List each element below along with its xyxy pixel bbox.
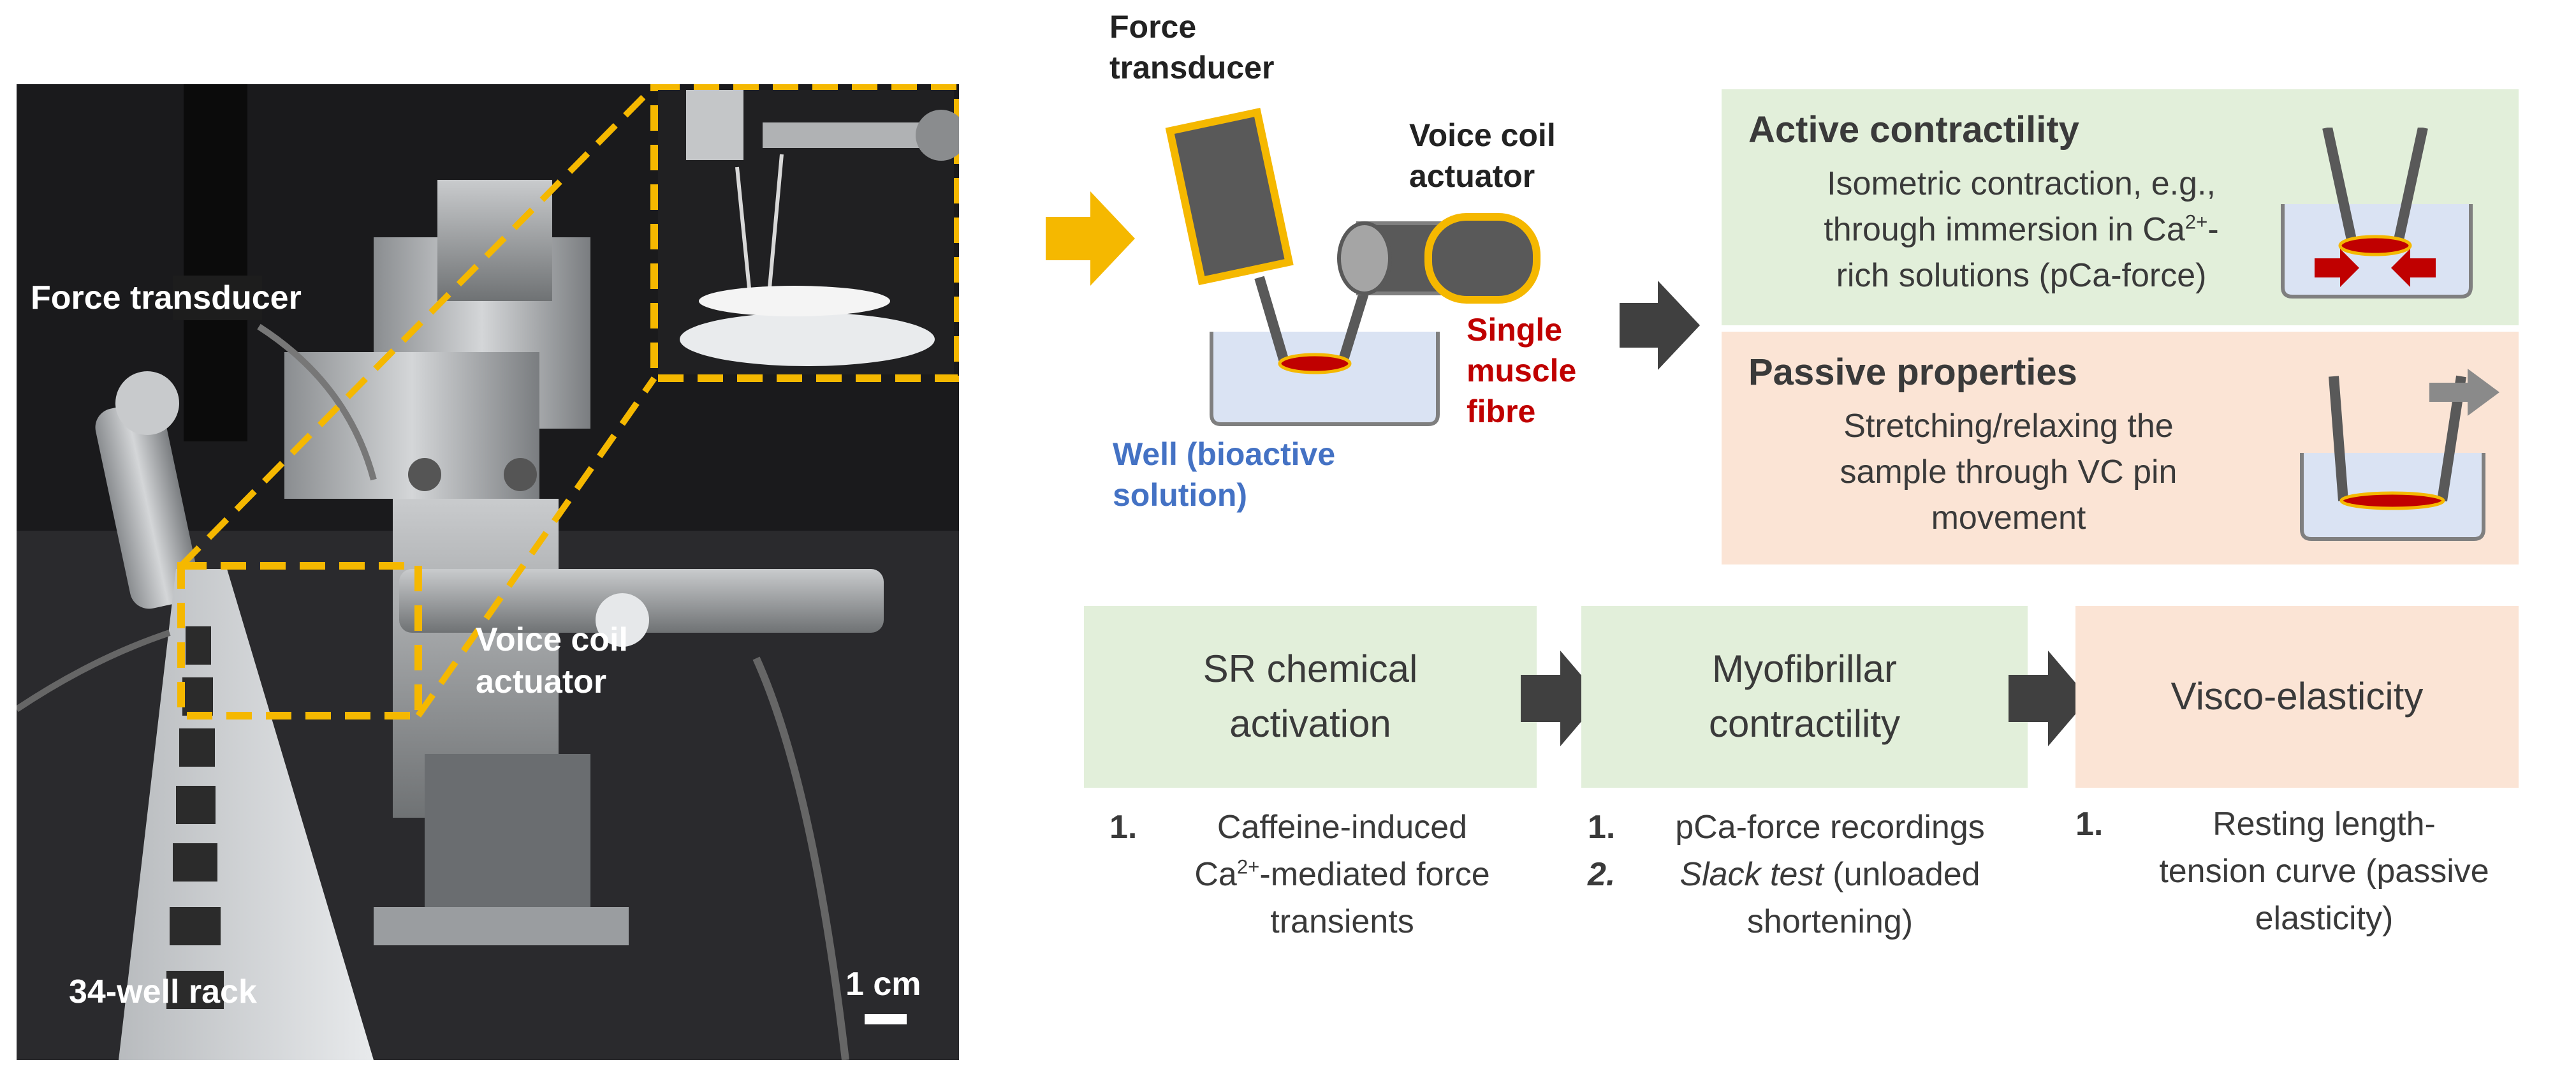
flow-arrow-2-icon — [2009, 651, 2089, 746]
myofibrillar-line1: Myofibrillar — [1711, 647, 1898, 690]
schematic-force-transducer-label: Force transducer — [1109, 9, 1275, 85]
schematic-voice-coil-label: Voice coil actuator — [1409, 117, 1556, 194]
myo-list: 1. 2. pCa-force recordings Slack test (u… — [1588, 804, 2034, 950]
active-body: Isometric contraction, e.g., through imm… — [1766, 161, 2276, 299]
passive-body-line1: Stretching/relaxing the — [1843, 408, 2174, 445]
passive-well-diagram — [2300, 369, 2499, 541]
scale-bar — [865, 1014, 907, 1024]
sr-list-item: Caffeine-induced Ca2+-mediated force tra… — [1167, 804, 1518, 945]
apparatus-photo: Force transducer Voice coil actuator 34-… — [17, 84, 959, 1060]
myofibrillar-label: Myofibrillar contractility — [1581, 642, 2028, 751]
active-well-diagram — [2281, 128, 2473, 299]
photo-voice-coil-label: Voice coil actuator — [476, 621, 628, 700]
passive-title: Passive properties — [1748, 351, 2077, 393]
yellow-arrow-icon — [1046, 191, 1135, 286]
schematic-well-label: Well (bioactive solution) — [1113, 436, 1336, 513]
sr-list-line2: Ca2+-mediated force — [1167, 851, 1518, 898]
myo-list-item2-line2: shortening) — [1746, 903, 1914, 940]
fibre-mark — [1278, 353, 1352, 374]
myo-list-item1: pCa-force recordings — [1675, 809, 1985, 846]
passive-body-line2: sample through VC pin — [1840, 454, 2177, 491]
compress-right-arrow-icon — [2391, 249, 2436, 287]
sr-list-line2-pre: Ca — [1194, 856, 1237, 893]
active-contractility-box: Active contractility Isometric contracti… — [1722, 89, 2519, 325]
sr-list-line1: Caffeine-induced — [1217, 809, 1468, 846]
myofibrillar-box: Myofibrillar contractility — [1581, 606, 2028, 788]
active-body-line3: rich solutions (pCa-force) — [1836, 257, 2207, 294]
flow-arrow-1-icon — [1521, 651, 1601, 746]
stretch-arrow-icon — [2429, 369, 2499, 416]
sr-list-num: 1. — [1109, 809, 1138, 846]
myo-list-item2-rest: (unloaded — [1823, 856, 1980, 893]
sr-activation-line2: activation — [1229, 702, 1391, 745]
passive-body: Stretching/relaxing the sample through V… — [1766, 403, 2251, 541]
visco-list-line1: Resting length- — [2213, 806, 2436, 843]
apparatus-illustration — [17, 84, 959, 1060]
photo-force-transducer-label: Force transducer — [31, 279, 302, 316]
schematic-fibre-label: Single muscle fibre — [1467, 312, 1577, 429]
active-body-line1: Isometric contraction, e.g., — [1827, 165, 2216, 202]
active-body-line2: through immersion in Ca2+- — [1766, 207, 2276, 253]
gray-arrow-icon — [1620, 281, 1700, 370]
visco-list-num: 1. — [2075, 806, 2104, 843]
sr-list-line3: transients — [1270, 903, 1414, 940]
sr-list: 1. Caffeine-induced Ca2+-mediated force … — [1109, 804, 1518, 950]
sr-activation-label: SR chemical activation — [1084, 642, 1537, 751]
visco-list: 1. Resting length- tension curve (passiv… — [2075, 801, 2522, 947]
sr-list-line2-sup: 2+ — [1236, 855, 1260, 878]
visco-list-line3: elasticity) — [2255, 900, 2394, 937]
compress-left-arrow-icon — [2315, 249, 2359, 287]
active-title: Active contractility — [1748, 109, 2079, 151]
visco-elasticity-box: Visco-elasticity — [2075, 606, 2519, 788]
active-body-line2-sup: 2+ — [2184, 210, 2208, 233]
sr-activation-line1: SR chemical — [1203, 647, 1418, 690]
visco-list-item: Resting length- tension curve (passive e… — [2126, 801, 2522, 942]
sr-activation-box: SR chemical activation — [1084, 606, 1537, 788]
photo-rack-label: 34-well rack — [69, 973, 257, 1010]
myofibrillar-line2: contractility — [1708, 702, 1901, 745]
active-body-line2-pre: through immersion in Ca — [1824, 211, 2185, 248]
active-body-line2-post: - — [2207, 211, 2219, 248]
myo-list-item2-italic: Slack test — [1680, 856, 1824, 893]
sr-list-line2-post: -mediated force — [1259, 856, 1490, 893]
visco-elasticity-label: Visco-elasticity — [2170, 675, 2424, 718]
photo-scale-label: 1 cm — [845, 966, 921, 1003]
visco-list-line2: tension curve (passive — [2159, 853, 2489, 890]
myo-list-num1: 1. — [1588, 809, 1616, 846]
myo-list-item2: Slack test (unloaded — [1651, 851, 2009, 898]
myo-list-items: pCa-force recordings Slack test (unloade… — [1651, 804, 2009, 945]
schematic-diagram — [1165, 108, 1540, 426]
passive-properties-box: Passive properties Stretching/relaxing t… — [1722, 332, 2519, 564]
myo-list-num2: 2. — [1588, 856, 1616, 893]
passive-body-line3: movement — [1931, 499, 2086, 536]
